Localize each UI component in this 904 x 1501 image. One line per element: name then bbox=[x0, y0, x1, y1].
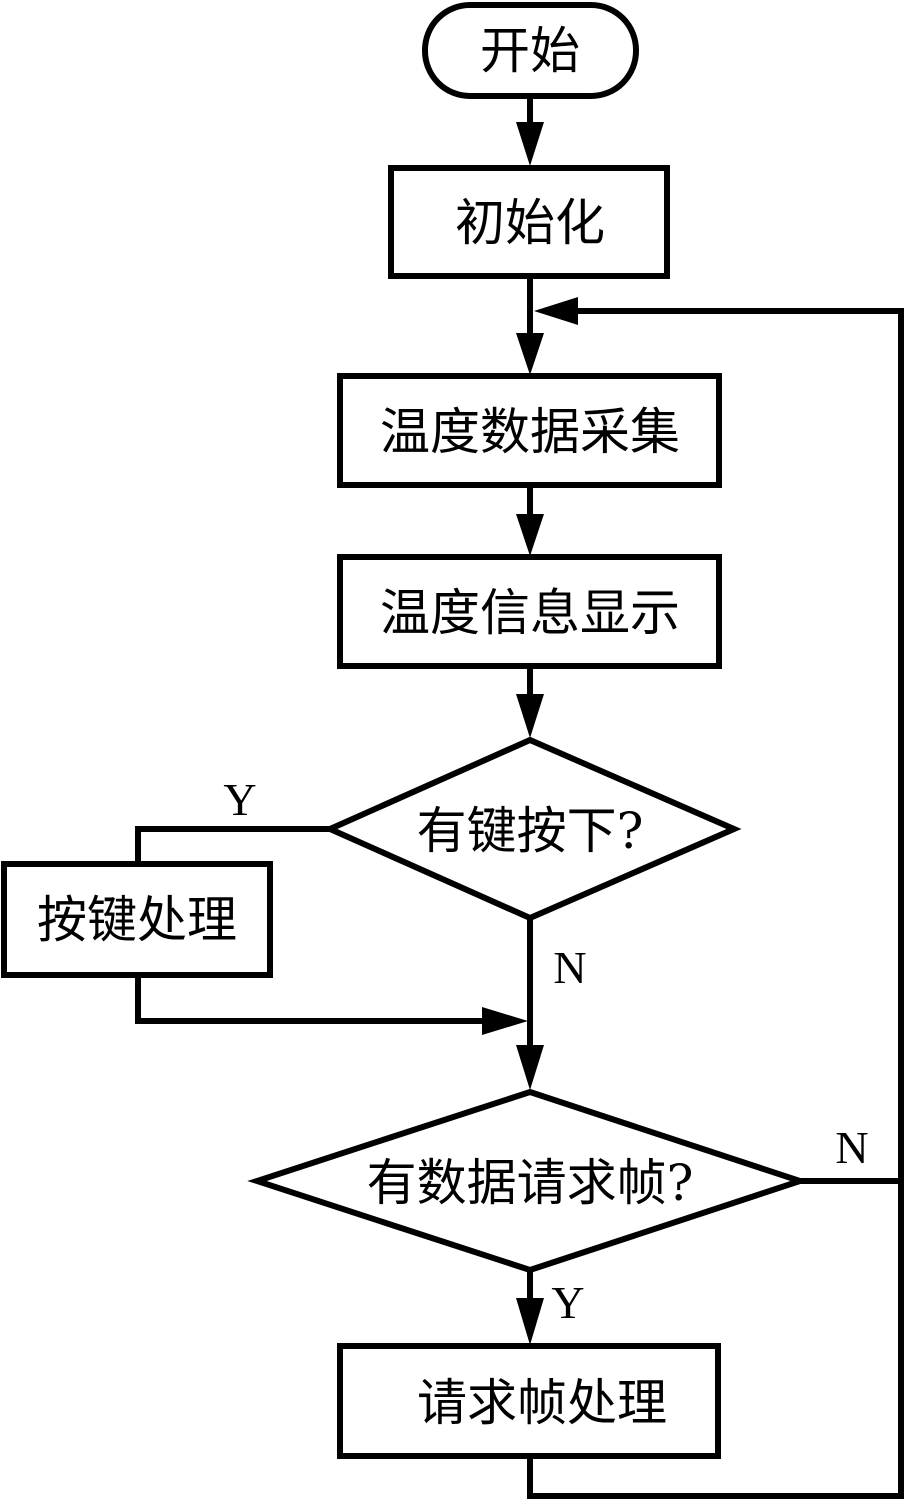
arrowhead-icon bbox=[516, 694, 544, 738]
node-request-handle: 请求帧处理 bbox=[337, 1343, 721, 1459]
node-key-handle-label: 按键处理 bbox=[37, 891, 237, 949]
arrowhead-icon bbox=[516, 1298, 544, 1345]
node-key-pressed-label: 有键按下? bbox=[417, 802, 644, 860]
label-request-no: N bbox=[835, 1122, 868, 1173]
node-temp-display: 温度信息显示 bbox=[337, 554, 722, 669]
node-key-handle: 按键处理 bbox=[1, 861, 273, 978]
edge-keyhandle-merge bbox=[135, 976, 495, 1024]
node-init: 初始化 bbox=[388, 165, 670, 279]
node-request-handle-label: 请求帧处理 bbox=[417, 1374, 667, 1432]
arrowhead-icon bbox=[516, 333, 544, 375]
node-temp-display-label: 温度信息显示 bbox=[380, 584, 680, 642]
node-temp-collect: 温度数据采集 bbox=[337, 373, 722, 488]
node-start-label: 开始 bbox=[480, 22, 580, 80]
node-start: 开始 bbox=[422, 2, 639, 99]
label-key-no: N bbox=[553, 942, 586, 993]
node-data-request: 有数据请求帧? bbox=[247, 1088, 810, 1274]
edge-requesthandle-loop bbox=[527, 1181, 904, 1499]
connectors bbox=[135, 97, 904, 1499]
arrowhead-icon bbox=[534, 297, 578, 325]
arrowhead-icon bbox=[482, 1007, 528, 1035]
arrowhead-icon bbox=[516, 514, 544, 556]
arrowhead-icon bbox=[516, 1045, 544, 1090]
label-key-yes: Y bbox=[223, 774, 256, 825]
arrowhead-icon bbox=[516, 122, 544, 166]
node-key-pressed: 有键按下? bbox=[322, 736, 742, 922]
node-temp-collect-label: 温度数据采集 bbox=[380, 403, 680, 461]
label-request-yes: Y bbox=[551, 1277, 584, 1328]
node-init-label: 初始化 bbox=[455, 194, 605, 252]
edge-key-yes bbox=[135, 826, 330, 863]
node-data-request-label: 有数据请求帧? bbox=[367, 1154, 694, 1212]
edge-request-no bbox=[575, 308, 904, 1184]
